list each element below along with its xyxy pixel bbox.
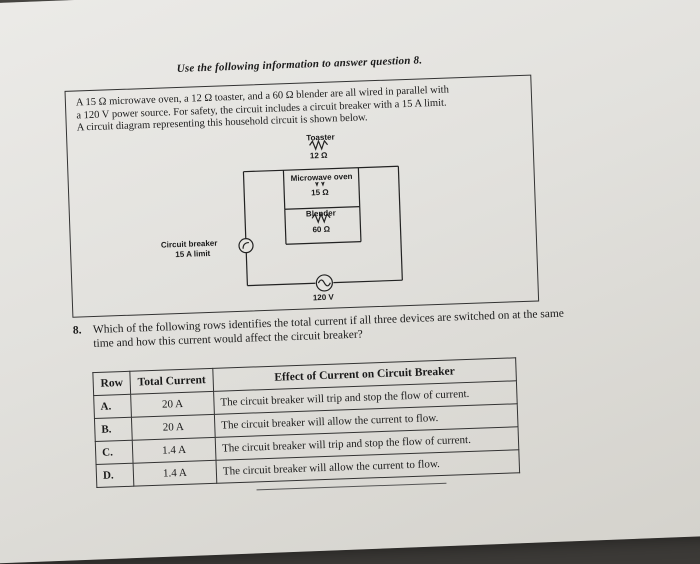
row-letter: B. bbox=[94, 417, 133, 442]
circuit-breaker-icon bbox=[238, 238, 254, 254]
row-current: 1.4 A bbox=[133, 460, 217, 487]
row-current: 20 A bbox=[130, 391, 215, 418]
blender-label: Blender bbox=[305, 208, 336, 219]
row-letter: A. bbox=[93, 394, 132, 419]
microwave-value: 15 Ω bbox=[311, 187, 329, 198]
row-letter: C. bbox=[95, 440, 134, 465]
header-row: Row bbox=[92, 371, 131, 396]
header-total-current: Total Current bbox=[129, 368, 214, 395]
instruction-text: Use the following information to answer … bbox=[176, 54, 423, 75]
row-letter: D. bbox=[96, 463, 134, 488]
circuit-diagram: Toaster 12 Ω Microwave oven 15 Ω Blender… bbox=[157, 130, 423, 304]
question-number: 8. bbox=[72, 324, 82, 337]
blender-value: 60 Ω bbox=[312, 224, 331, 235]
answer-table: Row Total Current Effect of Current on C… bbox=[92, 357, 520, 488]
source-voltage: 120 V bbox=[312, 292, 334, 303]
answer-underline bbox=[256, 482, 447, 491]
blender-resistor bbox=[311, 212, 331, 224]
problem-box: A 15 Ω microwave oven, a 12 Ω toaster, a… bbox=[64, 74, 540, 318]
row-current: 1.4 A bbox=[132, 437, 216, 464]
problem-text: A 15 Ω microwave oven, a 12 Ω toaster, a… bbox=[76, 82, 527, 135]
circuit-wires bbox=[238, 139, 403, 292]
toaster-value: 12 Ω bbox=[309, 150, 328, 161]
toaster-label: Toaster bbox=[306, 132, 335, 143]
worksheet: Use the following information to answer … bbox=[64, 54, 564, 491]
row-current: 20 A bbox=[131, 414, 216, 441]
toaster-resistor bbox=[309, 139, 329, 151]
breaker-limit: 15 A limit bbox=[175, 248, 211, 260]
